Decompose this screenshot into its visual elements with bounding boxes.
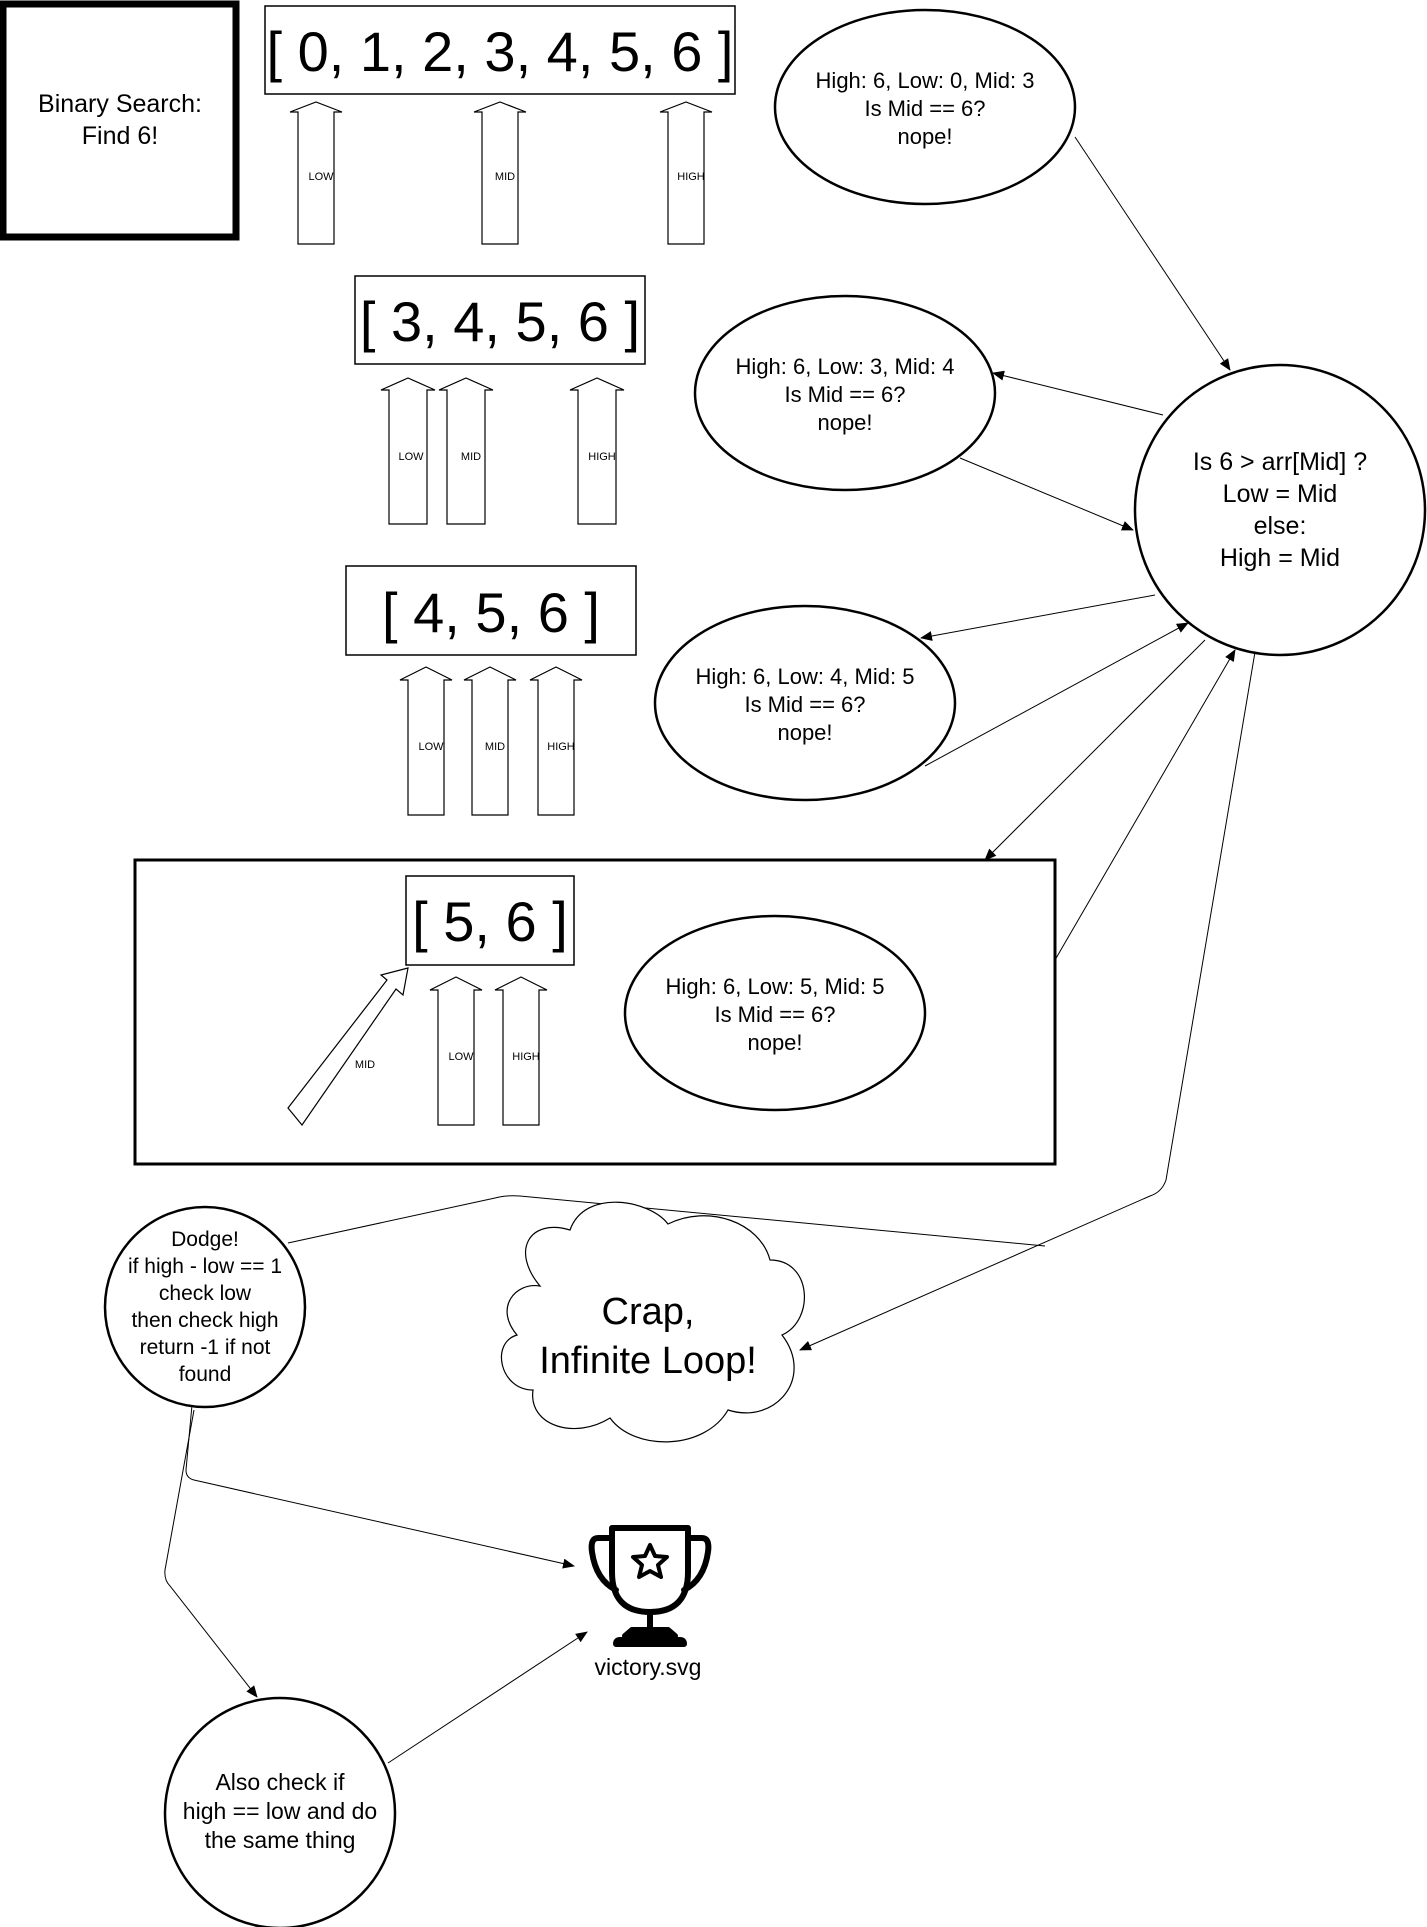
array-text: [ 4, 5, 6 ] bbox=[382, 581, 600, 644]
connector-arrow bbox=[920, 594, 1156, 641]
dodge-line: Dodge! bbox=[171, 1228, 239, 1251]
connector-arrow bbox=[164, 1409, 258, 1698]
dodge-line: then check high bbox=[131, 1309, 278, 1332]
state-ellipse-4: High: 6, Low: 5, Mid: 5 Is Mid == 6? nop… bbox=[623, 914, 927, 1112]
title-box: Binary Search: Find 6! bbox=[0, 0, 240, 241]
pointer-label: HIGH bbox=[512, 1051, 540, 1063]
ellipse-line: nope! bbox=[817, 410, 872, 435]
pointer-label: LOW bbox=[398, 451, 424, 463]
title-line: Find 6! bbox=[82, 122, 158, 150]
pointer-arrow-high: HIGH bbox=[529, 666, 583, 816]
ellipse-line: Is Mid == 6? bbox=[744, 692, 865, 717]
ellipse-line: High: 6, Low: 5, Mid: 5 bbox=[666, 974, 885, 999]
connector-arrow bbox=[1074, 136, 1231, 371]
title-line: Binary Search: bbox=[38, 90, 202, 118]
pointer-label: LOW bbox=[418, 741, 444, 753]
pointer-arrow-mid: MID bbox=[438, 377, 494, 525]
decision-line: Low = Mid bbox=[1223, 480, 1338, 508]
array-text: [ 5, 6 ] bbox=[412, 890, 568, 953]
pointer-label: MID bbox=[461, 451, 481, 463]
ellipse-line: High: 6, Low: 0, Mid: 3 bbox=[816, 68, 1035, 93]
ellipse-line: nope! bbox=[777, 720, 832, 745]
connector-arrow bbox=[387, 1631, 588, 1764]
pointer-arrow-mid: MID bbox=[287, 967, 409, 1126]
array-text: [ 0, 1, 2, 3, 4, 5, 6 ] bbox=[267, 20, 734, 83]
ellipse-line: Is Mid == 6? bbox=[864, 96, 985, 121]
trophy-label: victory.svg bbox=[595, 1654, 702, 1680]
cloud-line: Infinite Loop! bbox=[539, 1340, 757, 1382]
ellipse-line: Is Mid == 6? bbox=[714, 1002, 835, 1027]
dodge-line: found bbox=[179, 1363, 232, 1386]
array-text: [ 3, 4, 5, 6 ] bbox=[360, 290, 640, 353]
ellipse-line: High: 6, Low: 3, Mid: 4 bbox=[736, 354, 955, 379]
dodge-line: if high - low == 1 bbox=[128, 1255, 282, 1278]
connector-arrow bbox=[992, 370, 1164, 416]
infinite-loop-cloud: Crap, Infinite Loop! bbox=[500, 1201, 805, 1443]
pointer-label: HIGH bbox=[588, 451, 616, 463]
pointer-arrow-high: HIGH bbox=[569, 377, 625, 525]
trophy-icon bbox=[588, 1525, 712, 1647]
pointer-label: LOW bbox=[308, 171, 334, 183]
also-line: the same thing bbox=[205, 1827, 356, 1853]
ellipse-line: nope! bbox=[747, 1030, 802, 1055]
connector-line bbox=[287, 1195, 1046, 1247]
pointer-label: LOW bbox=[448, 1051, 474, 1063]
pointer-label: MID bbox=[355, 1059, 375, 1071]
connector-arrow bbox=[959, 457, 1134, 531]
dodge-line: check low bbox=[159, 1282, 252, 1305]
ellipse-line: Is Mid == 6? bbox=[784, 382, 905, 407]
decision-line: else: bbox=[1254, 512, 1307, 540]
array-step-2: [ 3, 4, 5, 6 ] LOW MID HIGH bbox=[354, 275, 646, 525]
connector-arrow bbox=[1054, 649, 1236, 961]
connectors bbox=[164, 136, 1256, 1764]
connector-arrow bbox=[799, 651, 1256, 1351]
also-line: Also check if bbox=[215, 1769, 345, 1795]
connector-arrow bbox=[924, 622, 1189, 767]
state-ellipse-2: High: 6, Low: 3, Mid: 4 Is Mid == 6? nop… bbox=[693, 294, 997, 492]
pointer-arrow-high: HIGH bbox=[494, 976, 548, 1126]
array-step-1: [ 0, 1, 2, 3, 4, 5, 6 ] LOW MID HIGH bbox=[264, 5, 736, 245]
array-step-3: [ 4, 5, 6 ] LOW MID HIGH bbox=[345, 565, 637, 816]
pointer-label: HIGH bbox=[547, 741, 575, 753]
also-check-circle: Also check if high == low and do the sam… bbox=[163, 1696, 397, 1927]
decision-line: High = Mid bbox=[1220, 544, 1340, 572]
pointer-arrow-mid: MID bbox=[463, 666, 517, 816]
pointer-label: HIGH bbox=[677, 171, 705, 183]
pointer-arrow-low: LOW bbox=[289, 101, 343, 245]
state-ellipse-1: High: 6, Low: 0, Mid: 3 Is Mid == 6? nop… bbox=[773, 8, 1077, 206]
decision-circle: Is 6 > arr[Mid] ? Low = Mid else: High =… bbox=[1133, 363, 1427, 657]
dodge-circle: Dodge! if high - low == 1 check low then… bbox=[103, 1205, 307, 1409]
pointer-label: MID bbox=[495, 171, 515, 183]
pointer-label: MID bbox=[485, 741, 505, 753]
ellipse-line: nope! bbox=[897, 124, 952, 149]
dodge-line: return -1 if not bbox=[140, 1336, 271, 1359]
also-line: high == low and do bbox=[183, 1798, 377, 1824]
cloud-line: Crap, bbox=[602, 1291, 695, 1333]
pointer-arrow-low: LOW bbox=[380, 377, 436, 525]
state-ellipse-3: High: 6, Low: 4, Mid: 5 Is Mid == 6? nop… bbox=[653, 604, 957, 802]
decision-line: Is 6 > arr[Mid] ? bbox=[1193, 448, 1367, 476]
pointer-arrow-high: HIGH bbox=[659, 101, 713, 245]
connector-arrow bbox=[185, 1404, 575, 1569]
ellipse-line: High: 6, Low: 4, Mid: 5 bbox=[696, 664, 915, 689]
pointer-arrow-low: LOW bbox=[399, 666, 453, 816]
pointer-arrow-low: LOW bbox=[429, 976, 483, 1126]
connector-arrow bbox=[984, 639, 1206, 861]
pointer-arrow-mid: MID bbox=[473, 101, 527, 245]
